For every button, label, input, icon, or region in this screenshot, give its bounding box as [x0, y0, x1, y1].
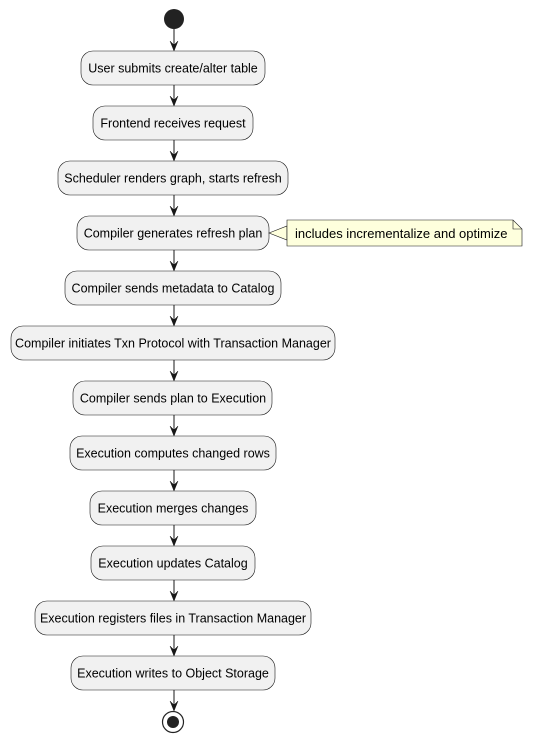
activity-step-3: Scheduler renders graph, starts refresh	[57, 160, 289, 196]
flow-arrow	[169, 29, 179, 52]
activity-step-3-label: Scheduler renders graph, starts refresh	[64, 172, 282, 186]
activity-step-8: Execution computes changed rows	[69, 435, 277, 471]
activity-step-9-label: Execution merges changes	[98, 502, 249, 516]
activity-step-11-label: Execution registers files in Transaction…	[40, 612, 306, 626]
flow-arrow	[169, 195, 179, 217]
activity-step-6-label: Compiler initiates Txn Protocol with Tra…	[15, 337, 331, 351]
activity-step-1-label: User submits create/alter table	[88, 62, 258, 76]
activity-step-7: Compiler sends plan to Execution	[72, 380, 273, 416]
flow-arrow	[169, 305, 179, 327]
activity-step-7-label: Compiler sends plan to Execution	[80, 392, 266, 406]
activity-step-5: Compiler sends metadata to Catalog	[64, 270, 282, 306]
note-connector	[268, 225, 288, 241]
flow-arrow	[169, 250, 179, 272]
activity-step-2: Frontend receives request	[92, 105, 254, 141]
activity-nodes-group: User submits create/alter table Frontend…	[10, 50, 336, 691]
flow-arrow	[169, 140, 179, 162]
activity-step-12-label: Execution writes to Object Storage	[77, 667, 269, 681]
note-body	[286, 219, 523, 247]
flow-arrow	[169, 85, 179, 107]
activity-step-12: Execution writes to Object Storage	[70, 655, 276, 691]
activity-step-8-label: Execution computes changed rows	[76, 447, 270, 461]
end-node	[161, 710, 185, 734]
activity-step-9: Execution merges changes	[89, 490, 257, 526]
start-node	[164, 9, 184, 29]
activity-step-11: Execution registers files in Transaction…	[34, 600, 312, 636]
edges-group	[169, 29, 179, 712]
flow-arrow	[169, 415, 179, 437]
activity-step-4: Compiler generates refresh plan	[76, 215, 270, 251]
activity-step-6: Compiler initiates Txn Protocol with Tra…	[10, 325, 336, 361]
activity-step-10: Execution updates Catalog	[90, 545, 256, 581]
activity-step-4-label: Compiler generates refresh plan	[84, 227, 263, 241]
flow-arrow	[169, 525, 179, 547]
activity-step-10-label: Execution updates Catalog	[98, 557, 247, 571]
flow-arrow	[169, 580, 179, 602]
note-fold-corner	[512, 220, 522, 230]
flow-arrow	[169, 470, 179, 492]
activity-step-2-label: Frontend receives request	[100, 117, 246, 131]
activity-step-5-label: Compiler sends metadata to Catalog	[72, 282, 275, 296]
activity-step-1: User submits create/alter table	[80, 50, 266, 86]
flow-arrow	[169, 635, 179, 657]
note: includes incrementalize and optimize	[268, 219, 523, 247]
flow-arrow	[169, 690, 179, 712]
note-text: includes incrementalize and optimize	[295, 226, 507, 241]
flow-arrow	[169, 360, 179, 382]
